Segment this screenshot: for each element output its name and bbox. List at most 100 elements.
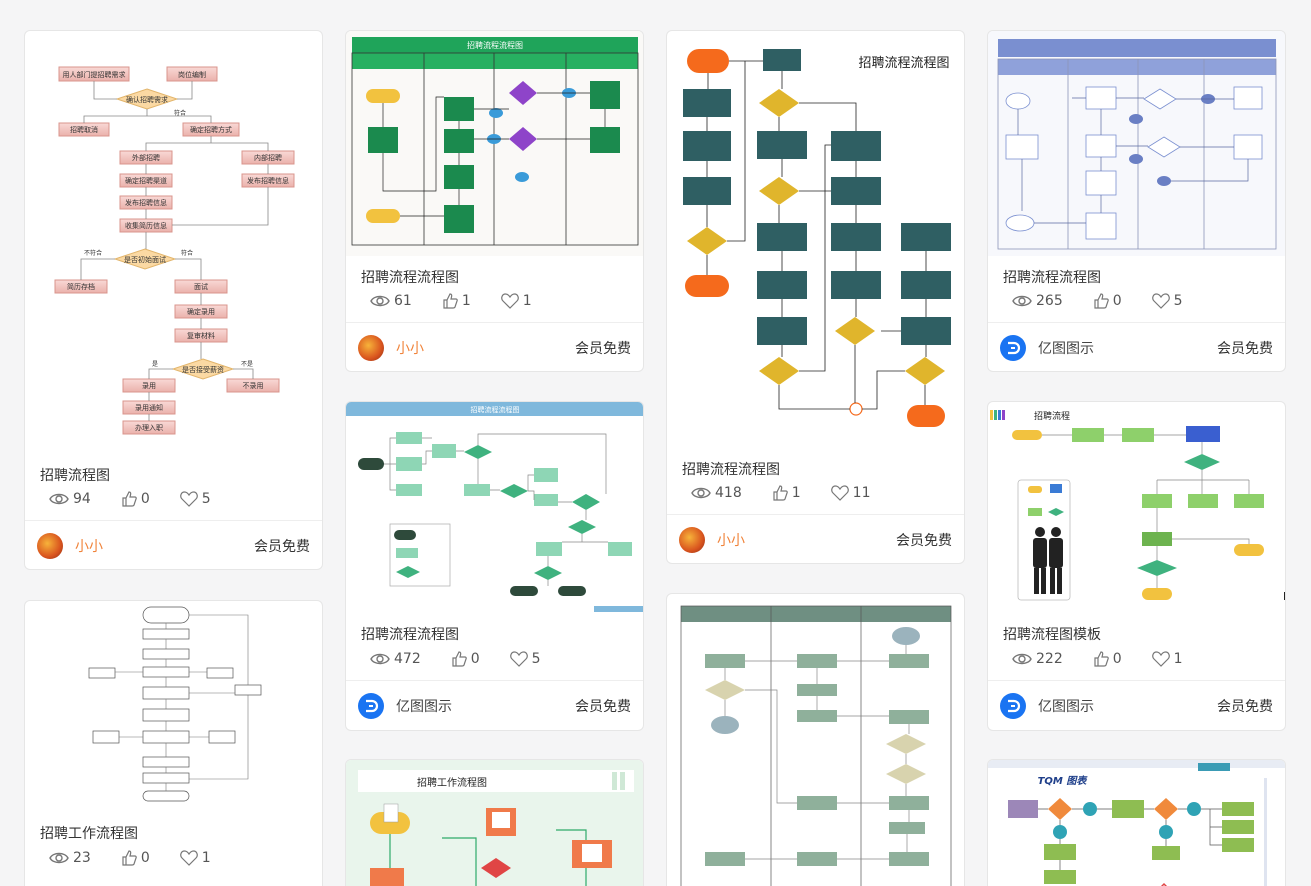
template-thumbnail[interactable]: 用人部门提招聘需求 岗位编制 确认招聘需求 符合 招聘取消 确定招聘方式 外部招…: [25, 31, 322, 451]
likes-stat[interactable]: 0: [1093, 293, 1122, 309]
views-count: 94: [73, 491, 91, 507]
template-thumbnail[interactable]: 招聘流程流程图: [346, 402, 643, 612]
template-stats: 23 0 1: [49, 850, 241, 866]
flow-node: 确定招聘渠道: [125, 176, 167, 185]
flowchart-preview: 用人部门提招聘需求 岗位编制 确认招聘需求 符合 招聘取消 确定招聘方式 外部招…: [54, 66, 295, 435]
flow-node: 办理入职: [135, 423, 163, 432]
eye-icon: [1012, 653, 1032, 665]
flowchart-preview: 招聘流程: [990, 410, 1285, 601]
heart-icon: [179, 491, 198, 507]
flow-node: 确定录用: [187, 307, 215, 316]
template-stats: 265 0 5: [1012, 293, 1213, 309]
views-stat: 472: [370, 651, 421, 667]
avatar[interactable]: [358, 334, 384, 361]
favorites-count: 1: [1173, 651, 1183, 667]
template-title[interactable]: 招聘流程图模板: [1003, 627, 1101, 643]
heart-icon: [500, 293, 519, 309]
author-name[interactable]: 亿图图示: [1038, 698, 1094, 715]
avatar[interactable]: [679, 526, 705, 553]
favorites-stat[interactable]: 5: [509, 651, 541, 667]
flow-label: 符合: [181, 249, 193, 257]
likes-count: 0: [140, 491, 150, 507]
eye-icon: [49, 852, 69, 864]
template-stats: 472 0 5: [370, 651, 571, 667]
favorites-count: 5: [1173, 293, 1183, 309]
template-card[interactable]: 招聘流程: [987, 401, 1286, 731]
flow-node: 确定招聘方式: [190, 125, 232, 134]
likes-count: 1: [461, 293, 471, 309]
card-footer: 小小 会员免费: [346, 322, 643, 371]
card-footer: 小小 会员免费: [667, 514, 964, 563]
eye-icon: [49, 493, 69, 505]
flowchart-preview: [997, 39, 1277, 250]
favorites-stat[interactable]: 5: [1151, 293, 1183, 309]
likes-stat[interactable]: 0: [451, 651, 480, 667]
template-card[interactable]: 招聘工作流程图 23 0 1: [24, 600, 323, 886]
diagram-header: 招聘工作流程图: [417, 776, 487, 789]
template-title[interactable]: 招聘流程流程图: [361, 270, 459, 286]
template-title[interactable]: 招聘流程流程图: [361, 627, 459, 643]
template-stats: 61 1 1: [370, 293, 562, 309]
member-free-badge: 会员免费: [1217, 698, 1273, 715]
template-card[interactable]: 招聘流程流程图: [666, 30, 965, 564]
favorites-stat[interactable]: 1: [179, 850, 211, 866]
template-thumbnail[interactable]: 招聘工作流程图: [346, 760, 643, 886]
template-thumbnail[interactable]: TQM 图表: [988, 760, 1285, 886]
card-footer: 小小 会员免费: [25, 520, 322, 569]
favorites-stat[interactable]: 11: [830, 485, 871, 501]
flow-label: 不符合: [84, 249, 102, 257]
likes-count: 1: [791, 485, 801, 501]
flow-node: 招聘取消: [70, 125, 98, 134]
author-name[interactable]: 小小: [75, 538, 103, 555]
author-name[interactable]: 亿图图示: [396, 698, 452, 715]
author-name[interactable]: 小小: [396, 340, 424, 357]
likes-stat[interactable]: 0: [1093, 651, 1122, 667]
template-stats: 222 0 1: [1012, 651, 1213, 667]
edraw-logo-icon[interactable]: [1000, 692, 1026, 719]
favorites-stat[interactable]: 5: [179, 491, 211, 507]
template-title[interactable]: 招聘流程流程图: [682, 462, 780, 478]
heart-icon: [509, 651, 528, 667]
template-thumbnail[interactable]: 招聘流程流程图: [667, 31, 964, 443]
template-card[interactable]: 招聘工作流程图: [345, 759, 644, 886]
flowchart-preview: 招聘流程流程图: [346, 402, 643, 612]
template-thumbnail[interactable]: [25, 601, 322, 811]
flowchart-preview: TQM 图表: [988, 760, 1285, 886]
template-thumbnail[interactable]: [667, 594, 964, 886]
thumbs-up-icon: [122, 850, 137, 866]
author-name[interactable]: 小小: [717, 532, 745, 549]
template-card[interactable]: TQM 图表: [987, 759, 1286, 886]
template-title[interactable]: 招聘流程图: [40, 468, 110, 484]
template-title[interactable]: 招聘工作流程图: [40, 826, 138, 842]
likes-stat[interactable]: 1: [442, 293, 471, 309]
favorites-count: 1: [522, 293, 532, 309]
views-count: 61: [394, 293, 412, 309]
template-card[interactable]: 用人部门提招聘需求 岗位编制 确认招聘需求 符合 招聘取消 确定招聘方式 外部招…: [24, 30, 323, 570]
favorites-count: 11: [852, 485, 871, 501]
author-name[interactable]: 亿图图示: [1038, 340, 1094, 357]
likes-stat[interactable]: 0: [121, 491, 150, 507]
template-thumbnail[interactable]: 招聘流程: [988, 402, 1285, 612]
thumbs-up-icon: [452, 651, 467, 667]
template-card[interactable]: [666, 593, 965, 886]
flow-label: 是: [152, 361, 158, 368]
member-free-badge: 会员免费: [1217, 340, 1273, 357]
avatar[interactable]: [37, 532, 63, 559]
template-card[interactable]: 招聘流程流程图 265 0 5 亿图图示 会员免费: [987, 30, 1286, 372]
heart-icon: [179, 850, 198, 866]
card-footer: 亿图图示 会员免费: [346, 680, 643, 730]
likes-stat[interactable]: 0: [121, 850, 150, 866]
template-thumbnail[interactable]: 招聘流程流程图: [346, 31, 643, 256]
template-card[interactable]: 招聘流程流程图: [345, 401, 644, 731]
template-card[interactable]: 招聘流程流程图: [345, 30, 644, 372]
template-title[interactable]: 招聘流程流程图: [1003, 270, 1101, 286]
edraw-logo-icon[interactable]: [358, 692, 384, 719]
edraw-logo-icon[interactable]: [1000, 334, 1026, 361]
thumbs-up-icon: [1094, 651, 1109, 667]
favorites-stat[interactable]: 1: [500, 293, 532, 309]
views-count: 222: [1036, 651, 1063, 667]
likes-stat[interactable]: 1: [772, 485, 801, 501]
template-thumbnail[interactable]: [988, 31, 1285, 256]
eye-icon: [370, 653, 390, 665]
favorites-stat[interactable]: 1: [1151, 651, 1183, 667]
